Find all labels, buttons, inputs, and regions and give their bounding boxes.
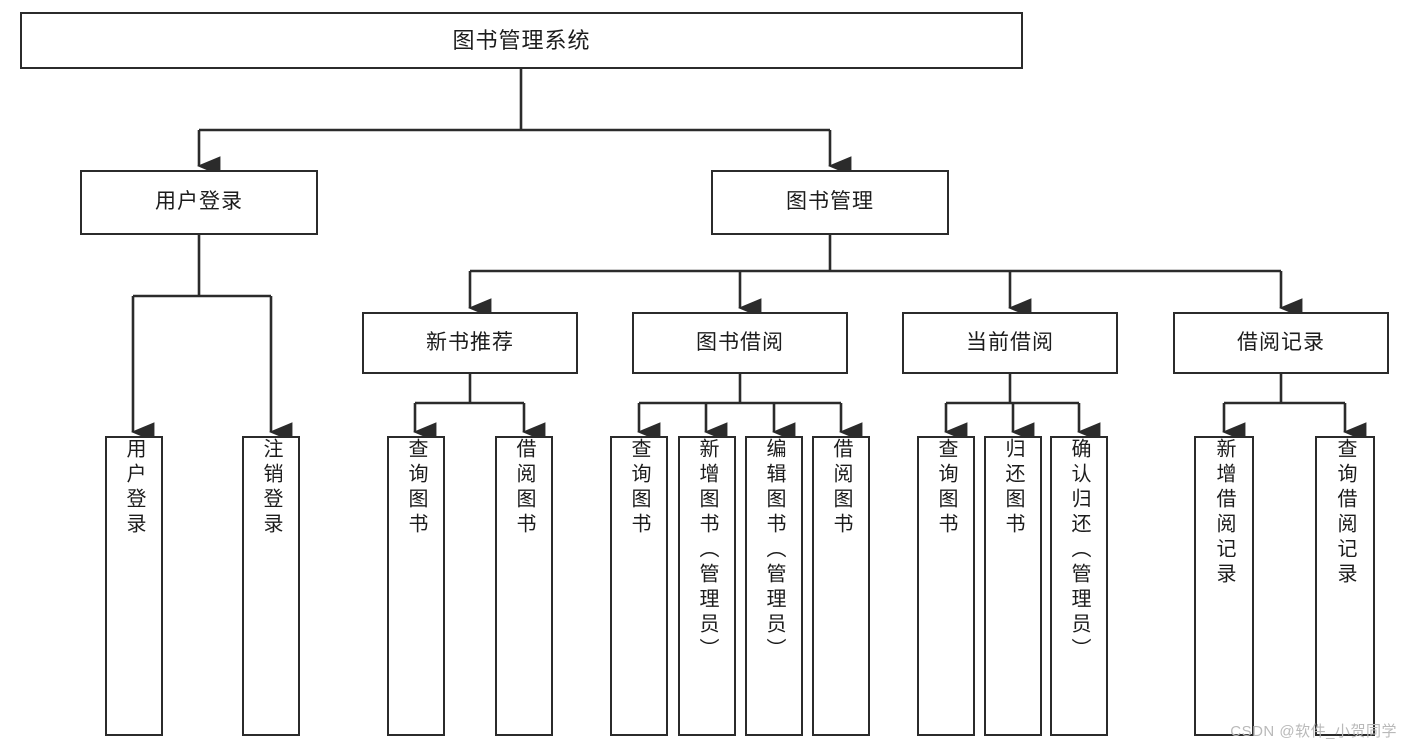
node-label: 借阅图书	[513, 438, 535, 538]
node-current-borrow[interactable]: 当前借阅	[902, 312, 1118, 374]
node-label: 图书借阅	[696, 330, 784, 354]
node-book-management[interactable]: 图书管理	[711, 170, 949, 235]
node-new-book-recommend[interactable]: 新书推荐	[362, 312, 578, 374]
node-label: 新增图书（管理员）	[696, 438, 718, 663]
leaf-recommend-query-book[interactable]: 查询图书	[387, 436, 445, 736]
leaf-borrow-add-book-admin[interactable]: 新增图书（管理员）	[678, 436, 736, 736]
node-label: 用户登录	[123, 438, 145, 538]
node-label: 借阅记录	[1237, 330, 1325, 354]
node-user-login[interactable]: 用户登录	[80, 170, 318, 235]
node-borrow-record[interactable]: 借阅记录	[1173, 312, 1389, 374]
leaf-user-login-logout[interactable]: 注销登录	[242, 436, 300, 736]
node-label: 查询借阅记录	[1334, 438, 1356, 588]
node-label: 查询图书	[935, 438, 957, 538]
node-label: 查询图书	[405, 438, 427, 538]
node-label: 确认归还（管理员）	[1068, 438, 1090, 663]
leaf-current-return-book[interactable]: 归还图书	[984, 436, 1042, 736]
node-root-system[interactable]: 图书管理系统	[20, 12, 1023, 69]
leaf-borrow-borrow-book[interactable]: 借阅图书	[812, 436, 870, 736]
node-label: 注销登录	[260, 438, 282, 538]
node-label: 借阅图书	[830, 438, 852, 538]
leaf-current-query-book[interactable]: 查询图书	[917, 436, 975, 736]
node-label: 查询图书	[628, 438, 650, 538]
leaf-borrow-query-book[interactable]: 查询图书	[610, 436, 668, 736]
leaf-current-confirm-return-admin[interactable]: 确认归还（管理员）	[1050, 436, 1108, 736]
node-label: 新书推荐	[426, 330, 514, 354]
leaf-user-login-login[interactable]: 用户登录	[105, 436, 163, 736]
leaf-record-add-record[interactable]: 新增借阅记录	[1194, 436, 1254, 736]
leaf-recommend-borrow-book[interactable]: 借阅图书	[495, 436, 553, 736]
node-label: 用户登录	[155, 190, 243, 214]
node-label: 图书管理	[786, 190, 874, 214]
node-book-borrow[interactable]: 图书借阅	[632, 312, 848, 374]
leaf-borrow-edit-book-admin[interactable]: 编辑图书（管理员）	[745, 436, 803, 736]
node-label: 新增借阅记录	[1213, 438, 1235, 588]
node-label: 当前借阅	[966, 330, 1054, 354]
node-label: 归还图书	[1002, 438, 1024, 538]
node-label: 编辑图书（管理员）	[763, 438, 785, 663]
node-label: 图书管理系统	[452, 27, 591, 53]
leaf-record-query-record[interactable]: 查询借阅记录	[1315, 436, 1375, 736]
